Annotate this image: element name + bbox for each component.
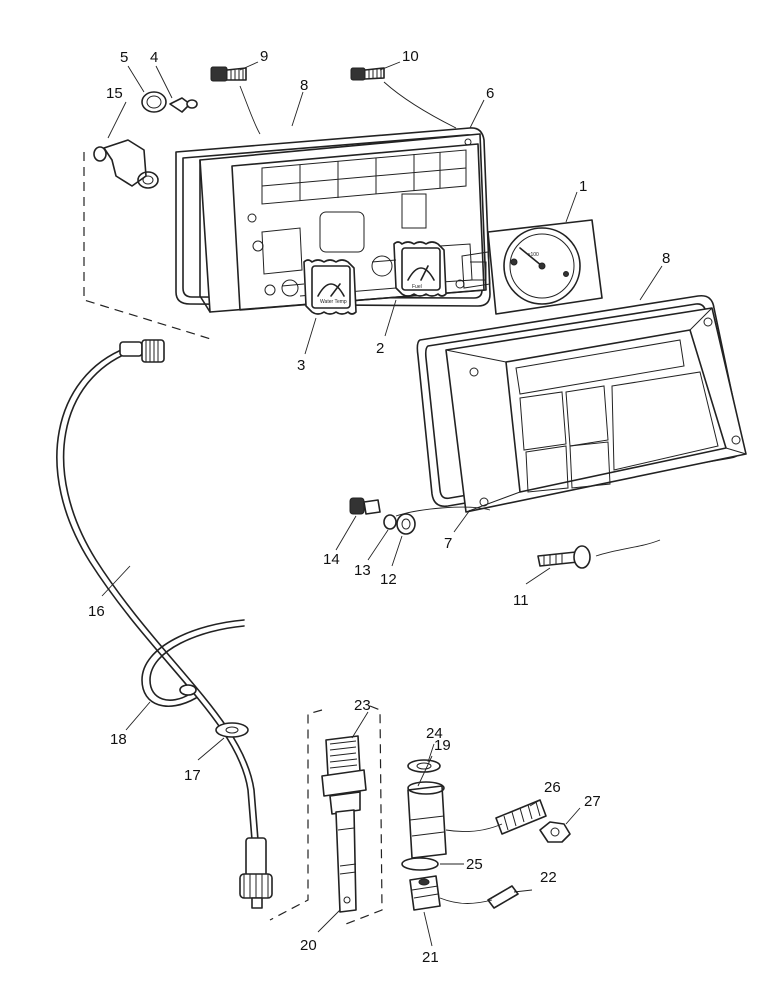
callout-23: 23 xyxy=(354,697,371,714)
instrument-bezel xyxy=(445,307,747,513)
tachometer: x100 xyxy=(461,219,603,315)
shaft-20 xyxy=(335,809,357,913)
callout-12: 12 xyxy=(380,571,397,588)
callout-6: 6 xyxy=(486,85,494,102)
callout-9: 9 xyxy=(260,48,268,65)
callout-18: 18 xyxy=(110,731,127,748)
bulb-holder-5 xyxy=(141,91,167,113)
callout-2: 2 xyxy=(376,340,384,357)
callout-8a: 8 xyxy=(300,77,308,94)
adapter-23 xyxy=(321,735,367,815)
screw-11 xyxy=(537,545,591,569)
callout-24: 24 xyxy=(426,725,443,742)
screw-26 xyxy=(495,799,547,835)
wire-18 xyxy=(141,619,245,707)
speedometer-cable xyxy=(56,339,273,909)
gear-21 xyxy=(409,875,441,911)
callout-8b: 8 xyxy=(662,250,670,267)
callout-11: 11 xyxy=(513,592,529,609)
callout-14: 14 xyxy=(323,551,340,568)
grommet-17 xyxy=(215,722,249,738)
callout-25: 25 xyxy=(466,856,483,873)
elbow-adapter-15 xyxy=(93,139,159,189)
callout-22: 22 xyxy=(540,869,557,886)
housing-19 xyxy=(407,781,447,859)
callout-27: 27 xyxy=(584,793,601,810)
bulb-4 xyxy=(169,97,198,113)
callout-5: 5 xyxy=(120,49,128,66)
cable-route-dashed xyxy=(83,152,215,341)
callout-21: 21 xyxy=(422,949,439,966)
pin-22 xyxy=(487,885,519,909)
o-ring-25 xyxy=(401,857,439,871)
washer-12 xyxy=(396,513,416,535)
callout-19: 19 xyxy=(434,737,451,754)
fuel-gauge: Fuel xyxy=(371,241,447,297)
leader-lines xyxy=(101,61,663,947)
callout-16: 16 xyxy=(88,603,105,620)
callout-7: 7 xyxy=(444,535,452,552)
callout-17: 17 xyxy=(184,767,201,784)
callout-4: 4 xyxy=(150,49,158,66)
nut-27 xyxy=(539,821,571,843)
washer-24 xyxy=(407,759,441,773)
washer-13 xyxy=(383,514,397,530)
tacho-text: x100 xyxy=(528,252,539,258)
stud-14 xyxy=(349,497,381,515)
callout-10: 10 xyxy=(402,48,419,65)
bracket-dashed-right xyxy=(345,705,383,925)
callout-3: 3 xyxy=(297,357,305,374)
screw-10 xyxy=(350,67,385,81)
callout-15: 15 xyxy=(106,85,123,102)
callout-1: 1 xyxy=(579,178,587,195)
bracket-dashed-left xyxy=(269,709,323,921)
temperature-gauge: Water Temp xyxy=(281,259,357,315)
gauge3-text: Water Temp xyxy=(320,299,347,305)
screw-9 xyxy=(210,66,247,82)
callouts: 1 2 3 4 5 6 7 8 8 9 10 11 12 13 14 15 16… xyxy=(88,48,670,966)
gauge2-text: Fuel xyxy=(412,284,422,290)
callout-20: 20 xyxy=(300,937,317,954)
callout-13: 13 xyxy=(354,562,371,579)
callout-26: 26 xyxy=(544,779,561,796)
